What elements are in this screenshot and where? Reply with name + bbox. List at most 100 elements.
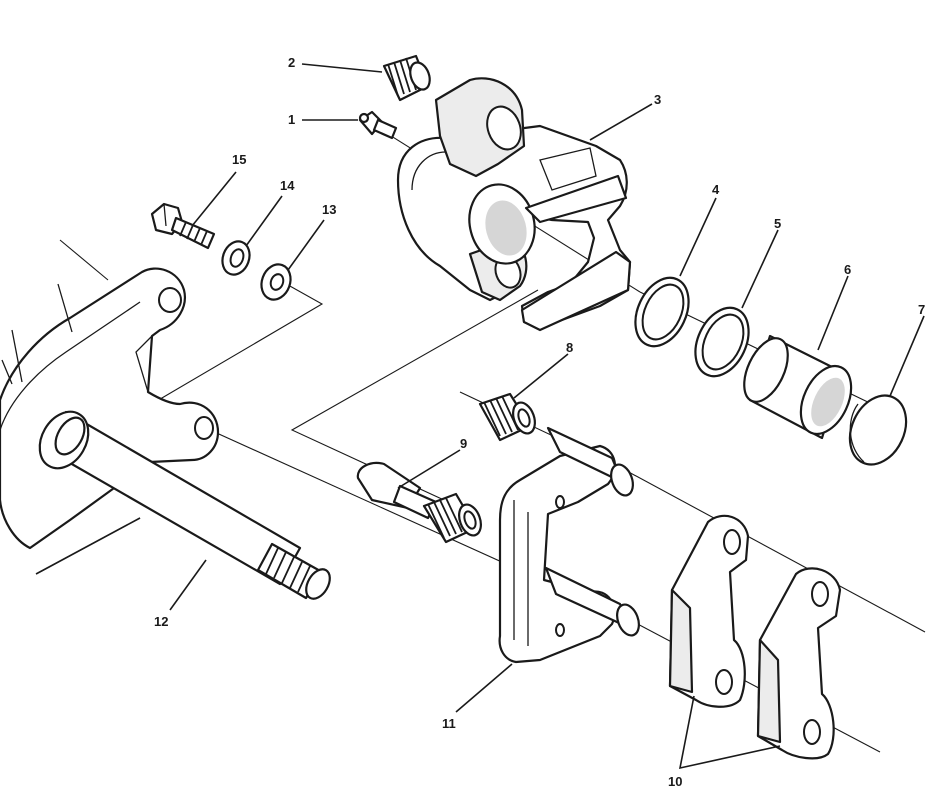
cap-7-rim	[849, 403, 865, 463]
piston-seal-4	[634, 276, 690, 348]
bushing-8	[478, 392, 536, 442]
spindle-12	[35, 410, 331, 600]
caliper-contour	[411, 151, 447, 191]
knuckle-body	[0, 267, 220, 550]
bracket-11-hole-upper	[555, 495, 565, 509]
callout-11: 11	[442, 716, 456, 731]
callout-7: 7	[918, 302, 925, 317]
bleeder-valve-1	[358, 110, 398, 140]
callout-14: 14	[280, 178, 295, 193]
knuckle-seam	[57, 283, 73, 333]
bolt-thread-lines	[179, 221, 208, 246]
steering-knuckle	[0, 267, 220, 550]
bolt-15	[150, 202, 216, 250]
spindle-side-line	[35, 517, 141, 575]
bracket-11-upper-pin-end	[610, 463, 634, 497]
brake-pads-10	[668, 514, 842, 760]
caliper-body-3	[396, 77, 632, 332]
caliper-boss-upper	[434, 77, 526, 178]
leader-11	[455, 663, 513, 713]
leader-lines	[169, 63, 925, 770]
caliper-window	[539, 147, 597, 191]
washer-13	[260, 263, 292, 301]
lower-pad-axis	[629, 619, 881, 753]
boot-5-inner	[701, 313, 745, 371]
bracket-11-edge	[513, 500, 529, 646]
callout-5: 5	[774, 216, 781, 231]
knuckle-lower-hole	[194, 416, 214, 440]
callout-10: 10	[668, 774, 682, 788]
washer-inner	[269, 273, 285, 291]
knuckle-arm-edge	[135, 335, 153, 393]
leader-8	[513, 353, 569, 399]
leader-6	[817, 275, 849, 351]
knuckle-edge	[59, 239, 109, 281]
upper-pad-axis	[624, 469, 926, 633]
leader-4	[679, 197, 717, 277]
bushing-9-bore	[463, 510, 477, 530]
bushing-2	[382, 54, 431, 102]
seal-4-inner	[641, 283, 685, 341]
caliper-upper-finger	[524, 174, 628, 224]
pad-10-outer-lining	[756, 638, 782, 744]
spindle-flange-inner	[54, 416, 86, 456]
spindle-tip	[305, 568, 331, 600]
bushing-8-threads	[483, 395, 519, 437]
leader-7	[889, 315, 925, 397]
pad-10-inner-hole-bottom	[715, 669, 733, 695]
callout-labels: 2 1 3 15 14 13 4 5 6 7 8 9 12 11 10	[154, 55, 925, 788]
callout-8: 8	[566, 340, 573, 355]
piston-6	[743, 334, 853, 440]
callout-1: 1	[288, 112, 295, 127]
knuckle-hatch	[1, 329, 23, 385]
leader-12	[169, 559, 207, 611]
callout-13: 13	[322, 202, 336, 217]
bracket-11-lower-pin-end	[616, 603, 640, 637]
leader-13	[287, 219, 325, 271]
lock-washer-inner	[229, 248, 245, 268]
bushing-8-bore	[517, 408, 531, 428]
bolt-head-facet	[163, 203, 167, 227]
bushing-2-threads	[387, 57, 417, 97]
cap-7	[848, 394, 908, 466]
callout-4: 4	[712, 182, 720, 197]
dust-boot-5	[694, 306, 750, 378]
bleeder-tip	[358, 112, 370, 124]
lock-washer-14	[221, 240, 251, 276]
callout-2: 2	[288, 55, 295, 70]
bushing-9-threads	[427, 497, 463, 539]
piston-6-back	[743, 337, 789, 403]
leader-10	[678, 695, 781, 770]
callout-15: 15	[232, 152, 246, 167]
bushing-2-end	[409, 61, 431, 91]
pad-10-outer-hole-bottom	[803, 719, 821, 745]
bracket-11-hole-lower	[555, 623, 565, 637]
bolt-shank	[170, 216, 216, 250]
leader-9	[397, 449, 461, 489]
leader-5	[741, 229, 779, 309]
pad-10-inner-hole-top	[723, 529, 741, 555]
caliper-lower-finger	[520, 250, 632, 332]
leader-2	[301, 63, 383, 73]
callout-3: 3	[654, 92, 661, 107]
bleeder-stem	[372, 118, 398, 140]
caliper-bore-shadow	[485, 200, 527, 256]
spindle-thread-lines	[265, 547, 311, 593]
knuckle-contour	[0, 301, 141, 431]
mounting-bracket-11	[498, 426, 640, 664]
leader-3	[589, 103, 653, 141]
pad-10-inner-lining	[668, 588, 694, 694]
caliper-boss-upper-hole	[486, 105, 522, 151]
callout-6: 6	[844, 262, 851, 277]
leader-14	[245, 195, 283, 247]
callout-12: 12	[154, 614, 168, 629]
cap-7-face	[848, 394, 908, 466]
piston-6-cavity	[811, 377, 845, 427]
knuckle-upper-hole	[158, 287, 182, 313]
guide-pin-9	[356, 461, 482, 544]
pad-10-outer-hole-top	[811, 581, 829, 607]
callout-9: 9	[460, 436, 467, 451]
leader-15	[191, 171, 237, 227]
